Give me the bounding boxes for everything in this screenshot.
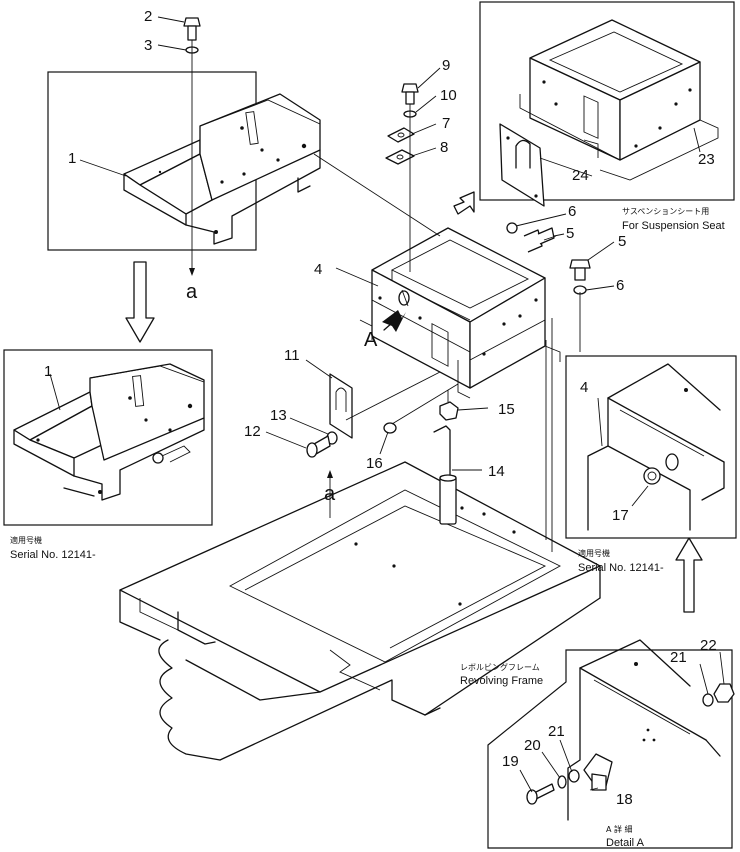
- callout-14: 14: [488, 463, 505, 480]
- frame-detail-a: [487, 649, 733, 849]
- note-suspension-jp: サスペンションシート用: [622, 207, 709, 216]
- callout-1-alt: 1: [44, 363, 52, 380]
- note-frame-jp: レボルビングフレーム: [460, 662, 540, 672]
- callout-21-right: 21: [670, 649, 687, 666]
- callout-18: 18: [616, 791, 633, 808]
- callout-21-left: 21: [548, 723, 565, 740]
- callout-23: 23: [698, 151, 715, 168]
- callout-numbers: 1 1 2 3 4 4 5 5 6 6 7 8 9 10 11 12 13 14…: [44, 8, 717, 808]
- callout-5-right: 5: [618, 233, 626, 250]
- frame-seat-stand-alt: [3, 349, 213, 526]
- callout-24: 24: [572, 167, 589, 184]
- callout-4-main: 4: [314, 261, 322, 278]
- callout-4-detail: 4: [580, 379, 588, 396]
- callout-2: 2: [144, 8, 152, 25]
- callout-19: 19: [502, 753, 519, 770]
- ref-view-a: A: [364, 329, 378, 351]
- callout-22: 22: [700, 637, 717, 654]
- callout-20: 20: [524, 737, 541, 754]
- note-serial-right-en: Serial No. 12141-: [578, 562, 664, 574]
- note-serial-right-jp: 適用号機: [578, 548, 610, 558]
- callout-9: 9: [442, 57, 450, 74]
- callout-15: 15: [498, 401, 515, 418]
- note-suspension-en: For Suspension Seat: [622, 220, 725, 232]
- ref-a-bottom: a: [324, 483, 336, 505]
- seat-box: [359, 227, 561, 399]
- callout-16: 16: [366, 455, 383, 472]
- callout-3: 3: [144, 37, 152, 54]
- seat-stand-main: [123, 93, 321, 245]
- note-detail-jp: A 詳 細: [606, 824, 633, 834]
- callout-8: 8: [440, 139, 448, 156]
- callout-13: 13: [270, 407, 287, 424]
- suspension-seat-box: [499, 19, 719, 207]
- seat-stand-alt: [13, 363, 205, 501]
- revolving-frame: [119, 461, 601, 761]
- frame-latch-detail: [565, 355, 737, 539]
- detail-a: [526, 639, 735, 821]
- note-detail-en: Detail A: [606, 837, 645, 849]
- callout-6-right: 6: [616, 277, 624, 294]
- hardware: [183, 17, 591, 525]
- callout-6-upper: 6: [568, 203, 576, 220]
- callout-7: 7: [442, 115, 450, 132]
- note-serial-left-jp: 適用号機: [10, 535, 42, 545]
- callout-5-upper: 5: [566, 225, 574, 242]
- frame-suspension-seat: [479, 1, 735, 201]
- callout-11: 11: [284, 347, 300, 364]
- latch-detail: [587, 363, 725, 531]
- callout-10: 10: [440, 87, 457, 104]
- callout-12: 12: [244, 423, 261, 440]
- leader-lines: [49, 16, 725, 793]
- ref-a-top: a: [186, 281, 198, 303]
- callout-1-main: 1: [68, 150, 76, 167]
- note-frame-en: Revolving Frame: [460, 675, 543, 687]
- callout-17: 17: [612, 507, 629, 524]
- note-serial-left-en: Serial No. 12141-: [10, 549, 96, 561]
